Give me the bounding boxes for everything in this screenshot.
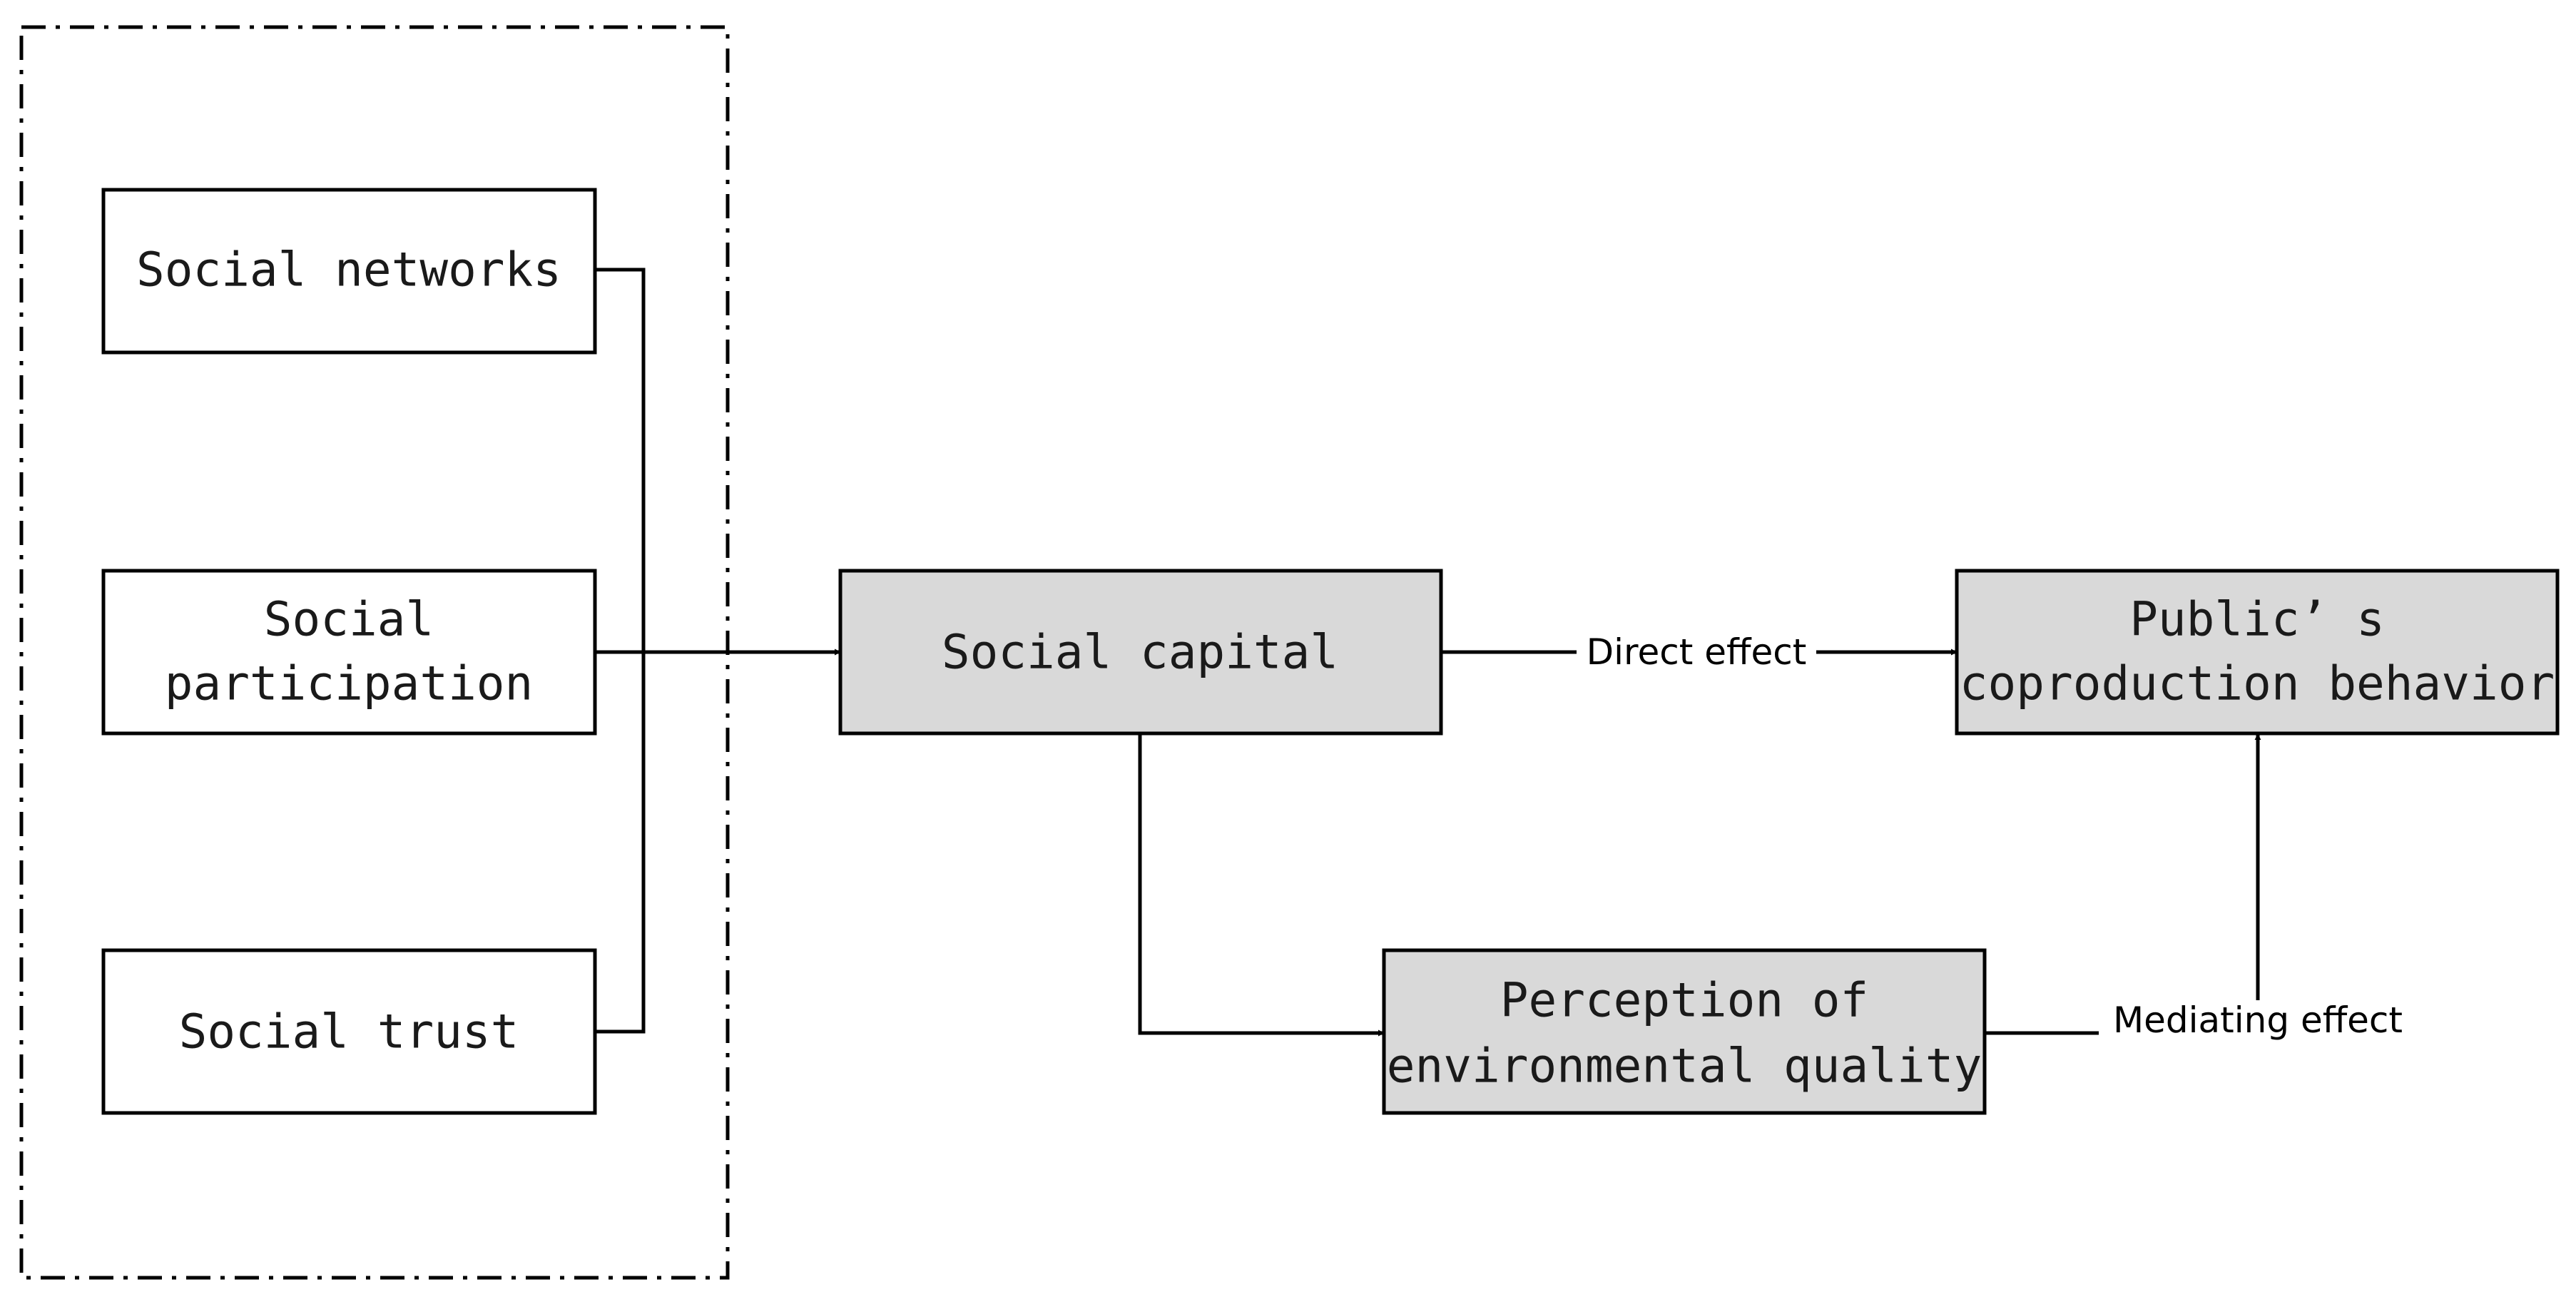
node-social-participation: Social participation bbox=[101, 569, 597, 736]
mediating-effect-label-backing bbox=[2099, 1000, 2417, 1046]
mediating-effect-label: Mediating effect bbox=[2113, 1000, 2403, 1041]
public-coproduction-text-line-1: Public’ s bbox=[2129, 592, 2385, 647]
node-perception-environmental-quality: Perception of environmental quality bbox=[1382, 948, 1987, 1115]
connector-capital-to-perception bbox=[1138, 734, 1385, 1037]
perception-text-line-2: environmental quality bbox=[1387, 1039, 1982, 1094]
social-networks-text: Social networks bbox=[136, 243, 561, 297]
public-coproduction-text-line-2: coproduction behavior bbox=[1960, 656, 2555, 711]
social-participation-text-line-1: Social bbox=[264, 592, 434, 647]
perception-text-line-1: Perception of bbox=[1500, 973, 1869, 1028]
node-social-trust: Social trust bbox=[101, 948, 597, 1115]
direct-effect-label: Direct effect bbox=[1587, 631, 1807, 673]
node-public-coproduction: Public’ s coproduction behavior bbox=[1955, 569, 2560, 736]
node-social-capital: Social capital bbox=[838, 569, 1443, 736]
social-trust-text: Social trust bbox=[179, 1004, 519, 1059]
direct-effect-label-backing bbox=[1577, 631, 1816, 672]
social-capital-text: Social capital bbox=[942, 625, 1338, 680]
social-participation-text-line-2: participation bbox=[165, 656, 534, 711]
node-social-networks: Social networks bbox=[101, 188, 597, 355]
connector-mediating-effect bbox=[1986, 733, 2261, 1035]
